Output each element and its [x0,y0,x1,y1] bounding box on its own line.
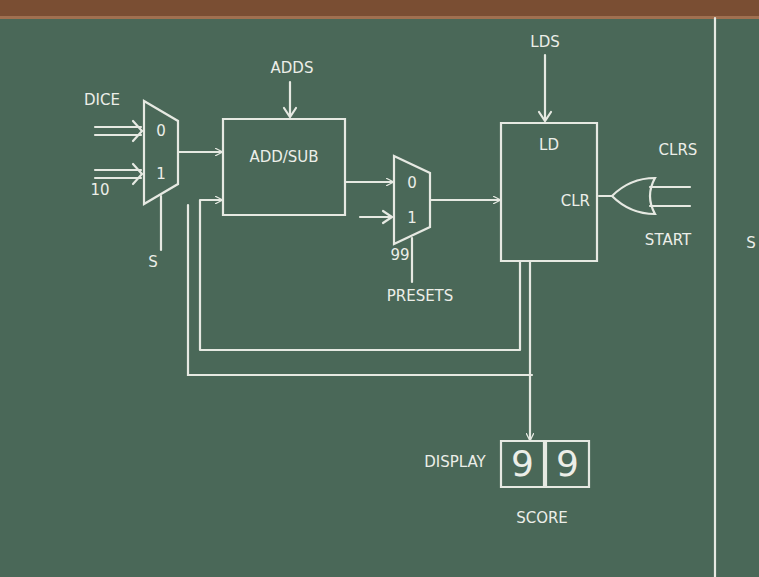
display-digit: 9 [545,440,590,488]
signal-name: DICE [84,91,120,109]
signal-name: START [645,231,691,249]
input-number: 0 [407,174,417,192]
register-box: LD CLR [500,122,598,262]
multiplexer: 01 [393,155,431,245]
signal-name: PRESETS [387,287,454,305]
input-number: 0 [156,122,166,140]
signal-name: ADDS [271,59,314,77]
input-number: 1 [407,209,417,227]
bus-connector [346,181,393,183]
signal-name: LDS [530,33,559,51]
block-name: CLR [561,192,590,210]
bus-connector [431,199,500,201]
multiplexer: 01 [143,100,179,205]
signal-name: 10 [90,181,109,199]
signal-name: CLRS [659,141,698,159]
digit-text: 9 [556,444,579,484]
mux-outline [393,155,431,245]
bus-connector [529,262,531,440]
input-number: 1 [156,165,166,183]
block-name: LD [539,136,559,154]
display-digit: 9 [500,440,545,488]
digit-text: 9 [511,444,534,484]
adder-box: ADD/SUB [222,118,346,216]
signal-name: S [746,234,756,252]
mux-outline [143,100,179,205]
bus-connector [200,200,520,350]
block-name: ADD/SUB [249,148,318,166]
constant-value: 99 [390,246,409,264]
part-name: SCORE [516,509,568,527]
bus-connector [179,151,222,153]
box-outline [222,118,346,216]
board-frame [0,0,759,19]
signal-name: S [148,253,158,271]
part-name: DISPLAY [424,453,486,471]
